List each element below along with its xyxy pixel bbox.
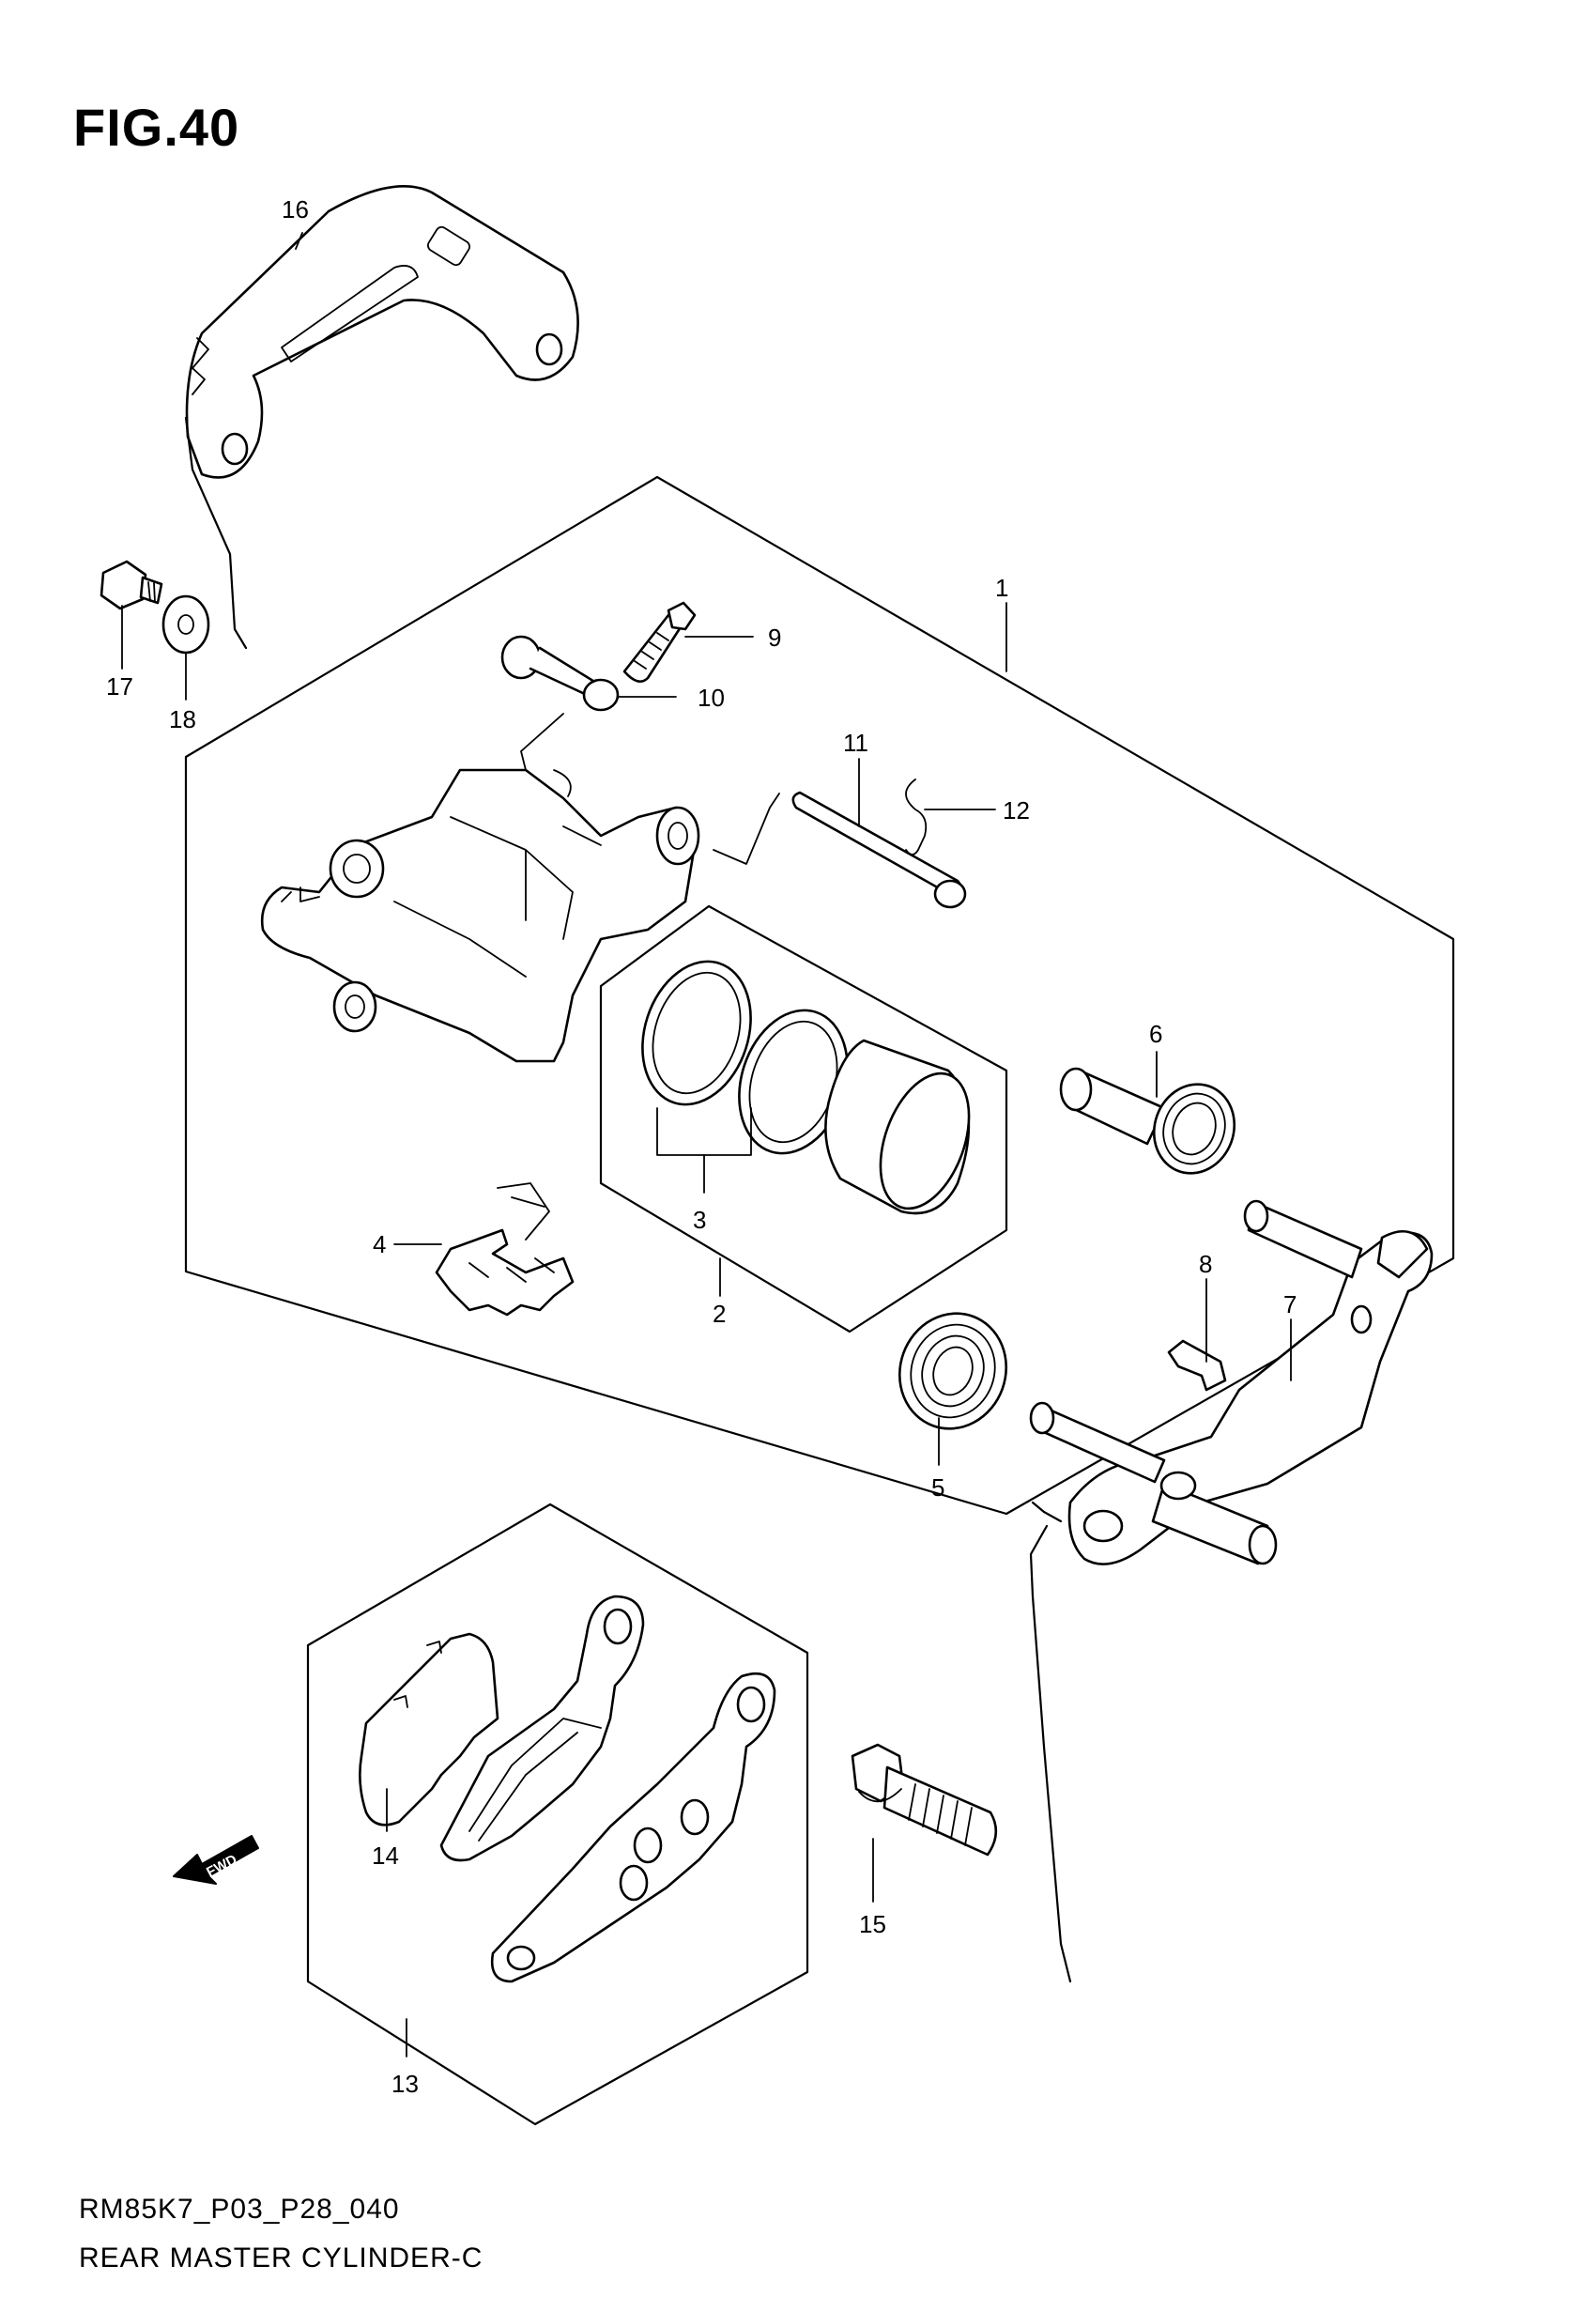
callout-4: 4: [373, 1230, 386, 1258]
callout-labels: 1 2 3 4 5 6 7 8 9 10 11 12 13 14 15 16 1…: [106, 195, 1297, 2098]
pad-spring-part: [435, 1182, 575, 1317]
callout-1: 1: [995, 574, 1008, 602]
callout-3: 3: [693, 1206, 706, 1234]
figure-title: FIG.40: [73, 98, 240, 157]
pin-clip-part: [905, 778, 928, 855]
callout-13: 13: [391, 2070, 419, 2098]
callout-9: 9: [768, 624, 781, 652]
fwd-arrow-icon: [173, 1835, 259, 1885]
caliper-holder-part: [185, 185, 579, 479]
brake-pad-part: [439, 1595, 645, 1862]
bleeder-cap-part: [500, 635, 620, 712]
pad-shim-part: [359, 1632, 499, 1826]
fwd-direction-indicator: FWD: [173, 1835, 259, 1885]
slide-pin-boot-part: [1059, 1067, 1236, 1175]
leader-lines: [121, 232, 1292, 2058]
washer-part: [161, 594, 210, 655]
boot-part: [898, 1312, 1008, 1430]
assembly-frame-1: [184, 475, 1455, 1516]
callout-16: 16: [282, 195, 309, 223]
brake-pad-backing-part: [490, 1672, 776, 1983]
pad-mounting-pin-part: [791, 791, 967, 909]
piston-part: [824, 1039, 971, 1215]
callout-6: 6: [1149, 1020, 1162, 1048]
callout-11: 11: [843, 729, 868, 757]
section-title: REAR MASTER CYLINDER-C: [79, 2243, 483, 2273]
callout-12: 12: [1003, 796, 1030, 825]
caliper-bolt-part: [851, 1743, 998, 1857]
bleeder-valve-part: [622, 601, 697, 683]
piston-group-frame-2: [599, 904, 1008, 1333]
callout-18: 18: [169, 705, 196, 733]
seal-set-part: [641, 960, 849, 1155]
callout-7: 7: [1283, 1290, 1297, 1318]
callout-15: 15: [859, 1910, 886, 1938]
callout-2: 2: [713, 1300, 726, 1328]
model-code: RM85K7_P03_P28_040: [79, 2194, 400, 2225]
callout-17: 17: [106, 672, 133, 701]
caliper-bracket-part: [1029, 1199, 1434, 1565]
callout-14: 14: [372, 1842, 399, 1870]
pad-retainer-clip-part: [1167, 1339, 1227, 1392]
pad-group-frame-13: [306, 1503, 809, 2126]
callout-10: 10: [698, 684, 725, 712]
callout-5: 5: [931, 1473, 944, 1502]
holder-bolt-part: [100, 560, 163, 610]
callout-8: 8: [1199, 1250, 1212, 1278]
caliper-body-part: [260, 768, 700, 1063]
